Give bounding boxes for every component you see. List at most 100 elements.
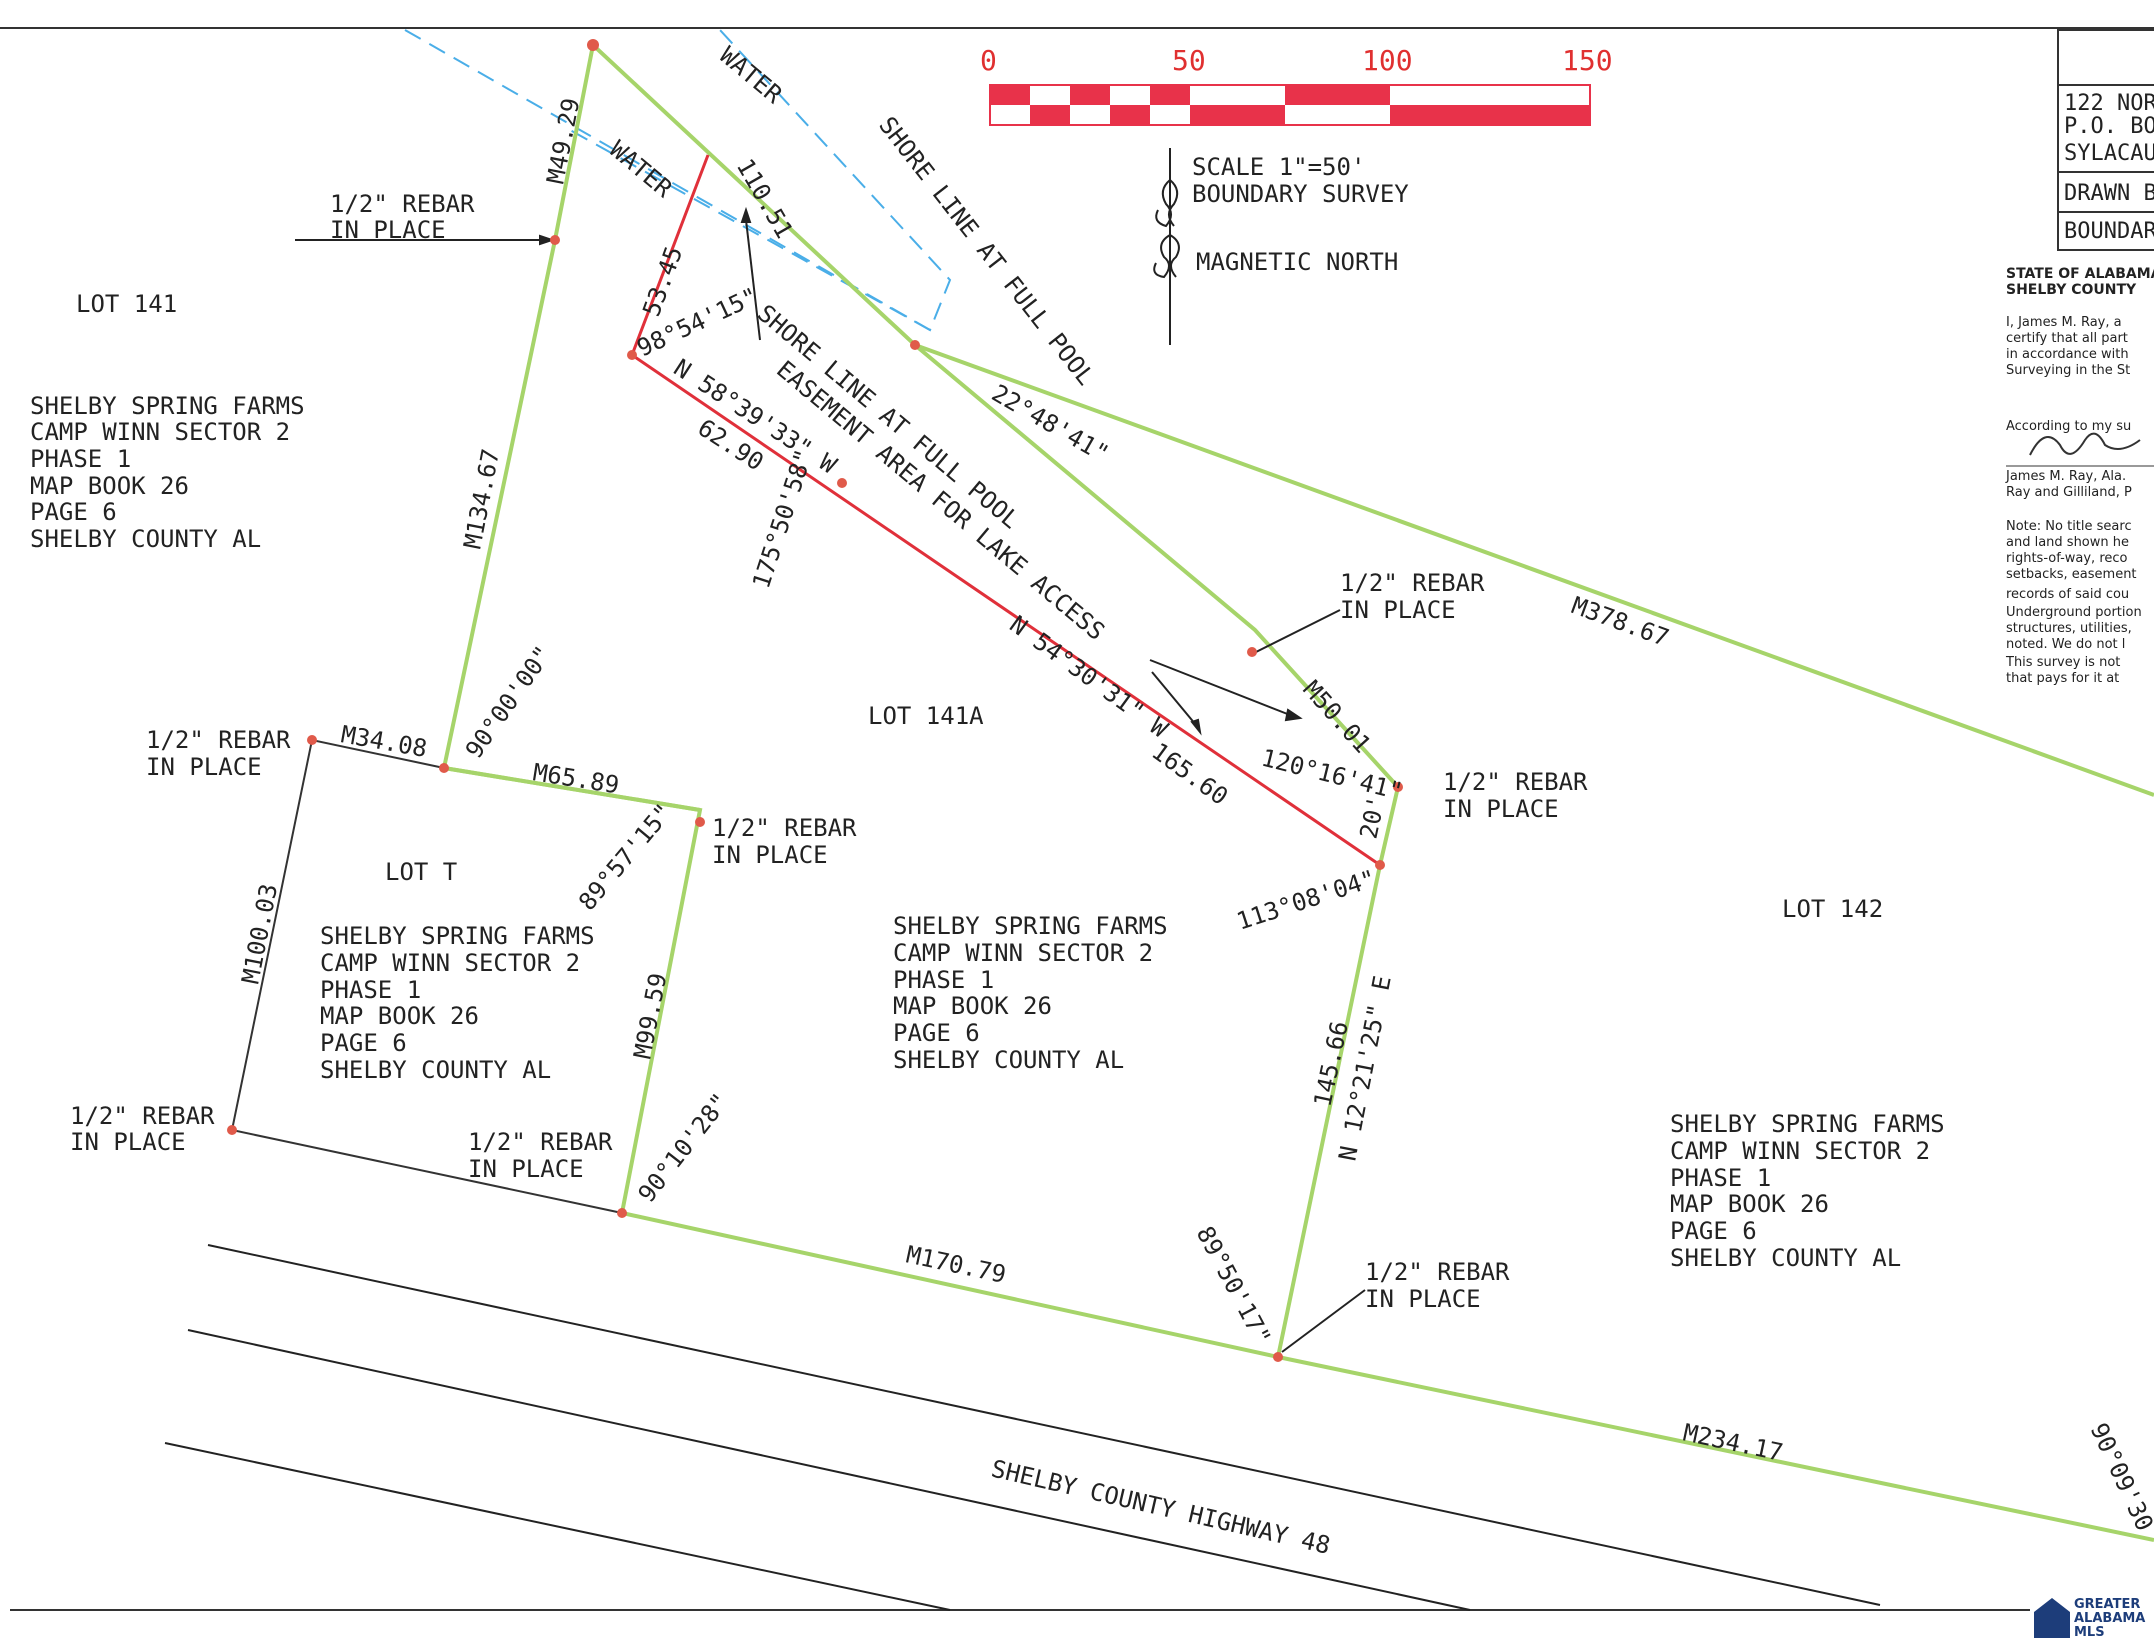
north-arrow-icon	[1153, 148, 1180, 345]
title-drawn-by: DRAWN BY	[2064, 181, 2154, 206]
mls-logo: GREATER ALABAMA MLS	[2034, 1597, 2145, 1640]
dist-m170-79: M170.79	[904, 1240, 1009, 1288]
svg-text:1/2" REBAR: 1/2" REBAR	[712, 814, 857, 842]
subdivision-note-east: SHELBY SPRING FARMS CAMP WINN SECTOR 2 P…	[1670, 1110, 1945, 1272]
svg-text:IN PLACE: IN PLACE	[70, 1128, 186, 1156]
cert-n8: noted. We do not l	[2006, 637, 2125, 652]
title-line-1: 122 NORTH	[2064, 91, 2154, 116]
dist-165-60: 165.60	[1146, 737, 1233, 811]
svg-text:PHASE 1: PHASE 1	[30, 445, 131, 473]
rebar-note-6: 1/2" REBAR IN PLACE	[1340, 569, 1485, 624]
water-line	[404, 29, 952, 332]
lot-141a-label: LOT 141A	[868, 702, 984, 730]
subdivision-note-lot-t: SHELBY SPRING FARMS CAMP WINN SECTOR 2 P…	[320, 922, 595, 1084]
rebar-note-5: 1/2" REBAR IN PLACE	[468, 1128, 613, 1183]
cert-n7: structures, utilities,	[2006, 621, 2132, 636]
angle-89-50-17: 89°50'17"	[1191, 1222, 1277, 1350]
lot-141-label: LOT 141	[76, 290, 177, 318]
svg-text:1/2" REBAR: 1/2" REBAR	[146, 726, 291, 754]
angle-90-09-30: 90°09'30	[2085, 1419, 2154, 1536]
dist-53-45: 53.45	[637, 243, 688, 320]
leader-arrows	[295, 206, 1366, 1353]
svg-text:1/2" REBAR: 1/2" REBAR	[330, 190, 475, 218]
signature	[2029, 432, 2141, 456]
svg-text:PHASE 1: PHASE 1	[320, 976, 421, 1004]
angle-113-08-04: 113°08'04"	[1233, 864, 1379, 935]
svg-text:SHELBY SPRING FARMS: SHELBY SPRING FARMS	[893, 912, 1168, 940]
highway-label: SHELBY COUNTY HIGHWAY 48	[989, 1455, 1333, 1560]
scale-tick-50: 50	[1172, 44, 1206, 77]
cert-sig2: Ray and Gilliland, P	[2006, 485, 2132, 500]
rebar-note-7: 1/2" REBAR IN PLACE	[1443, 768, 1588, 823]
rebar-note-2: 1/2" REBAR IN PLACE	[146, 726, 291, 781]
svg-text:PAGE 6: PAGE 6	[893, 1019, 980, 1047]
cert-n10: that pays for it at	[2006, 671, 2119, 686]
svg-text:MLS: MLS	[2074, 1625, 2105, 1640]
cert-p1: I, James M. Ray, a	[2006, 315, 2122, 330]
cert-p5: According to my su	[2006, 419, 2131, 434]
scale-tick-0: 0	[980, 44, 997, 77]
rebar-note-4: 1/2" REBAR IN PLACE	[70, 1102, 215, 1156]
svg-text:MAP BOOK 26: MAP BOOK 26	[1670, 1190, 1829, 1218]
cert-p3: in accordance with	[2006, 347, 2129, 362]
cert-n3: rights-of-way, reco	[2006, 551, 2128, 566]
cert-state: STATE OF ALABAMA	[2006, 266, 2154, 282]
rebar-note-3: 1/2" REBAR IN PLACE	[712, 814, 857, 869]
cert-p2: certify that all part	[2006, 331, 2128, 346]
svg-text:CAMP WINN SECTOR 2: CAMP WINN SECTOR 2	[893, 939, 1153, 967]
svg-text:CAMP WINN SECTOR 2: CAMP WINN SECTOR 2	[1670, 1137, 1930, 1165]
svg-text:SHELBY SPRING FARMS: SHELBY SPRING FARMS	[1670, 1110, 1945, 1138]
angle-90-00-00: 90°00'00"	[460, 641, 558, 764]
dist-m99-59: M99.59	[628, 971, 672, 1061]
svg-text:SHELBY SPRING FARMS: SHELBY SPRING FARMS	[320, 922, 595, 950]
cert-n6: Underground portion	[2006, 605, 2142, 620]
svg-text:PAGE 6: PAGE 6	[320, 1029, 407, 1057]
dist-m134-67: M134.67	[458, 447, 505, 552]
svg-text:1/2" REBAR: 1/2" REBAR	[468, 1128, 613, 1156]
scale-tick-150: 150	[1562, 44, 1613, 77]
svg-text:IN PLACE: IN PLACE	[712, 841, 828, 869]
scale-bar: 0 50 100 150 SCALE 1"=50' BOUNDARY SURVE…	[980, 44, 1613, 276]
svg-text:IN PLACE: IN PLACE	[1340, 596, 1456, 624]
svg-text:PAGE 6: PAGE 6	[30, 498, 117, 526]
water-label-1: WATER	[714, 41, 788, 109]
svg-text:PHASE 1: PHASE 1	[1670, 1164, 1771, 1192]
svg-text:IN PLACE: IN PLACE	[468, 1155, 584, 1183]
dist-m34-08: M34.08	[339, 720, 429, 763]
svg-text:MAP BOOK 26: MAP BOOK 26	[320, 1002, 479, 1030]
house-icon	[2034, 1598, 2070, 1638]
cert-p4: Surveying in the St	[2006, 363, 2130, 378]
dist-m234-17: M234.17	[1681, 1418, 1786, 1466]
svg-text:IN PLACE: IN PLACE	[1365, 1285, 1481, 1313]
cert-n4: setbacks, easement	[2006, 567, 2137, 582]
scale-tick-100: 100	[1362, 44, 1413, 77]
svg-text:SHELBY COUNTY AL: SHELBY COUNTY AL	[1670, 1244, 1901, 1272]
svg-text:GREATER: GREATER	[2074, 1597, 2140, 1612]
highway-lines	[164, 1244, 1881, 1611]
rebar-note-8: 1/2" REBAR IN PLACE	[1365, 1258, 1510, 1313]
svg-text:MAP BOOK 26: MAP BOOK 26	[893, 992, 1052, 1020]
svg-text:SHELBY COUNTY AL: SHELBY COUNTY AL	[320, 1056, 551, 1084]
svg-text:ALABAMA: ALABAMA	[2074, 1611, 2145, 1626]
svg-text:CAMP WINN SECTOR 2: CAMP WINN SECTOR 2	[30, 418, 290, 446]
svg-text:IN PLACE: IN PLACE	[1443, 795, 1559, 823]
water-label-2: WATER	[604, 135, 678, 203]
svg-text:CAMP WINN SECTOR 2: CAMP WINN SECTOR 2	[320, 949, 580, 977]
svg-text:1/2" REBAR: 1/2" REBAR	[70, 1102, 215, 1130]
title-boundary: BOUNDARY	[2064, 219, 2154, 244]
cert-n9: This survey is not	[2005, 655, 2120, 670]
cert-sig1: James M. Ray, Ala.	[2005, 469, 2126, 484]
dist-m49-29: M49.29	[541, 96, 585, 186]
cert-n2: and land shown he	[2006, 535, 2129, 550]
svg-text:1/2" REBAR: 1/2" REBAR	[1340, 569, 1485, 597]
dist-m65-89: M65.89	[531, 758, 621, 799]
subdivision-note-center: SHELBY SPRING FARMS CAMP WINN SECTOR 2 P…	[893, 912, 1168, 1074]
svg-text:SHELBY COUNTY AL: SHELBY COUNTY AL	[893, 1046, 1124, 1074]
scale-text: SCALE 1"=50'	[1192, 153, 1365, 181]
north-label: MAGNETIC NORTH	[1196, 248, 1398, 276]
dist-110-51: 110.51	[731, 154, 799, 243]
cert-n5: records of said cou	[2006, 587, 2129, 602]
dist-m50-01: M50.01	[1298, 675, 1377, 758]
svg-text:SHELBY COUNTY AL: SHELBY COUNTY AL	[30, 525, 261, 553]
